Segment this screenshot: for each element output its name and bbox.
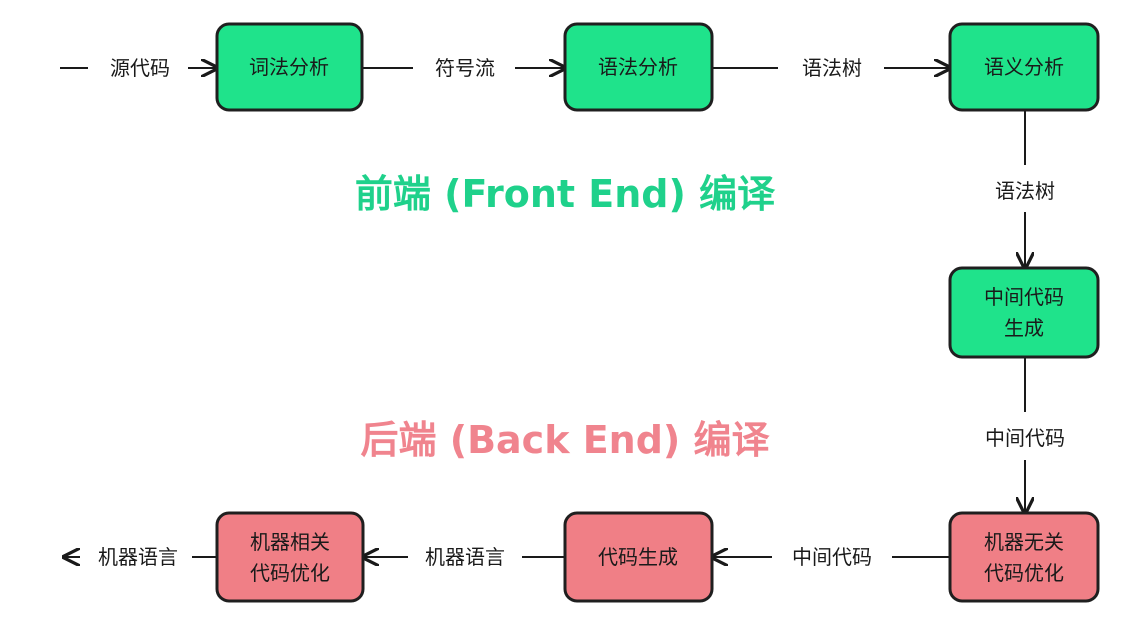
node-machine-dependent-optimization: 机器相关 代码优化 (215, 511, 365, 603)
edge-source-code: 源代码 (60, 56, 217, 80)
edge-machine-language-2: 机器语言 (64, 545, 217, 569)
node-label-mach-opt-line1: 机器相关 (250, 530, 330, 554)
edge-label-syntax-tree-1: 语法树 (802, 56, 862, 80)
node-label-lexical-analysis: 词法分析 (249, 55, 329, 79)
edge-syntax-tree-1: 语法树 (712, 56, 950, 80)
node-label-ir-gen-line2: 生成 (1004, 316, 1044, 340)
node-intermediate-code-generation: 中间代码 生成 (948, 266, 1100, 359)
node-label-syntax-analysis: 语法分析 (598, 55, 678, 79)
edge-token-stream: 符号流 (362, 56, 565, 80)
edge-machine-language-1: 机器语言 (363, 545, 565, 569)
edge-label-intermediate-code-1: 中间代码 (985, 426, 1065, 450)
edge-label-intermediate-code-2: 中间代码 (792, 545, 872, 569)
node-label-ir-opt-line2: 代码优化 (984, 561, 1064, 585)
node-label-mach-opt-line2: 代码优化 (250, 561, 330, 585)
node-machine-independent-optimization: 机器无关 代码优化 (948, 511, 1100, 603)
frontend-title: 前端 (Front End) 编译 (355, 172, 776, 216)
node-code-generation: 代码生成 (563, 511, 714, 603)
node-label-ir-gen-line1: 中间代码 (984, 285, 1064, 309)
edge-intermediate-code-2: 中间代码 (712, 545, 950, 569)
edge-intermediate-code-1: 中间代码 (985, 357, 1065, 513)
node-lexical-analysis: 词法分析 (215, 22, 364, 112)
edge-label-machine-language-1: 机器语言 (425, 545, 505, 569)
node-label-ir-opt-line1: 机器无关 (984, 530, 1064, 554)
edge-label-token-stream: 符号流 (435, 56, 495, 80)
node-label-code-generation: 代码生成 (598, 545, 678, 569)
node-syntax-analysis: 语法分析 (563, 22, 714, 112)
backend-title: 后端 (Back End) 编译 (360, 418, 770, 462)
edge-label-machine-language-2: 机器语言 (98, 545, 178, 569)
node-semantic-analysis: 语义分析 (948, 22, 1100, 112)
edge-label-source-code: 源代码 (110, 56, 170, 80)
edge-syntax-tree-2: 语法树 (995, 110, 1055, 268)
edge-label-syntax-tree-2: 语法树 (995, 179, 1055, 203)
node-label-semantic-analysis: 语义分析 (984, 55, 1064, 79)
